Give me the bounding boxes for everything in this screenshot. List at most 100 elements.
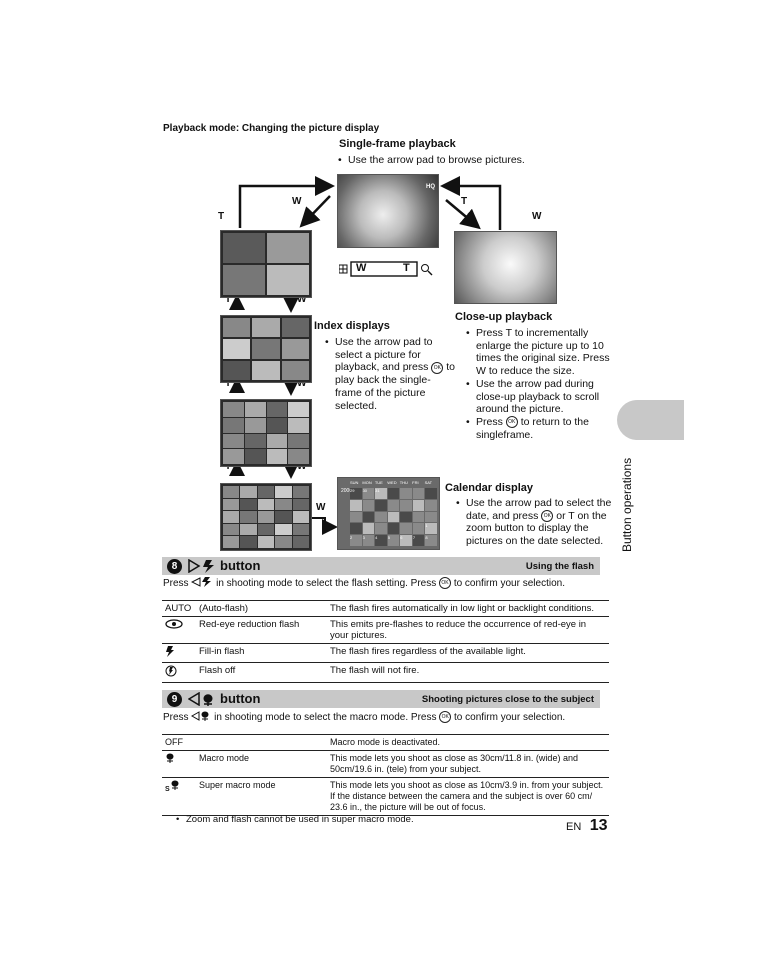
calendar-day-cell[interactable] (425, 499, 437, 511)
calendar-weekday: MON (362, 480, 372, 485)
flash-mode-desc: The flash fires regardless of the availa… (327, 643, 609, 663)
calendar-day-cell[interactable] (412, 488, 425, 499)
index-bullet-text-b: to play back the single-frame of the pic… (335, 361, 455, 412)
single-frame-heading: Single-frame playback (339, 138, 456, 150)
calendar-day-cell[interactable] (412, 499, 425, 511)
table-row: Flash off The flash will not fire. (162, 662, 609, 683)
macro-button-icon (188, 692, 213, 706)
calendar-day-cell[interactable] (387, 523, 400, 535)
page-language: EN (566, 821, 582, 833)
flash-mode-name: Flash off (196, 662, 327, 683)
single-frame-bullets: Use the arrow pad to browse pictures. (336, 154, 588, 167)
flash-button-icon (191, 577, 212, 587)
table-row: Fill-in flash The flash fires regardless… (162, 643, 609, 663)
flash-intro-text-a: Press (163, 578, 189, 589)
calendar-day-cell[interactable]: 30 (362, 488, 375, 499)
closeup-bullets: Press T to incrementally enlarge the pic… (464, 327, 616, 441)
calendar-day-cell[interactable]: 3 (362, 535, 375, 546)
calendar-day-cell[interactable] (362, 523, 375, 535)
calendar-day-cell[interactable] (400, 488, 412, 499)
flash-intro-text-c: to confirm your selection. (453, 578, 565, 589)
calendar-day-cell[interactable]: 29 (350, 488, 362, 499)
calendar-day-cell[interactable] (362, 499, 375, 511)
calendar-day-cell[interactable]: 5 (387, 535, 400, 546)
calendar-day-cell[interactable] (375, 499, 387, 511)
flash-section-number: 8 (167, 559, 182, 574)
calendar-day-cell[interactable] (375, 511, 387, 523)
footnote: Zoom and flash cannot be used in super m… (176, 814, 486, 827)
macro-section-bar: 9 button Shooting pictures close to the … (162, 690, 600, 708)
calendar-day-cell[interactable] (387, 499, 400, 511)
page-number-block: EN 13 (566, 817, 608, 835)
calendar-day-cell[interactable] (412, 523, 425, 535)
calendar-bullet-text-b: or T on the zoom button to display the p… (466, 509, 607, 548)
ok-button-icon: OK (505, 416, 518, 429)
calendar-day-cell[interactable] (400, 511, 412, 523)
index-displays-bullets: Use the arrow pad to select a picture fo… (323, 336, 455, 412)
macro-mode-desc: This mode lets you shoot as close as 30c… (327, 750, 609, 778)
arrow-t-label: T (461, 196, 468, 207)
calendar-day-cell[interactable]: 1 (425, 523, 437, 535)
calendar-day-cell[interactable] (387, 488, 400, 499)
calendar-weekday: FRI (412, 480, 419, 485)
flash-mode-desc: The flash will not fire. (327, 662, 609, 683)
index-displays-bullet: Use the arrow pad to select a picture fo… (325, 336, 455, 412)
macro-table: OFF Macro mode is deactivated. Macro mod… (162, 734, 609, 816)
calendar-day-cell[interactable] (425, 511, 437, 523)
closeup-b3-text-b: to return to the singleframe. (476, 415, 589, 441)
arrow-w-label: W (297, 378, 307, 389)
calendar-day-cell[interactable] (350, 511, 362, 523)
zoom-lever-graphic (338, 261, 433, 277)
zoom-t-label: T (403, 262, 410, 274)
calendar-day-cell[interactable]: 2 (350, 535, 362, 546)
macro-intro-text-b: in shooting mode to select the macro mod… (214, 712, 437, 723)
arrow-w-label: W (292, 196, 302, 207)
calendar-weekday: TUE (374, 480, 383, 485)
closeup-heading: Close-up playback (455, 311, 553, 323)
calendar-day-cell[interactable] (350, 523, 362, 535)
red-eye-icon (162, 616, 196, 644)
flash-mode-icon-auto: AUTO (162, 600, 196, 617)
ok-button-icon: OK (431, 361, 444, 374)
calendar-day-cell[interactable] (375, 523, 387, 535)
calendar-day-cell[interactable] (362, 511, 375, 523)
calendar-day-cell[interactable] (350, 499, 362, 511)
macro-mode-name (196, 734, 327, 751)
arrow-w-label: W (316, 502, 326, 513)
flash-mode-name: Fill-in flash (196, 643, 327, 663)
flash-section-bar: 8 button Using the flash (162, 557, 600, 575)
flash-off-icon (162, 662, 196, 683)
flash-mode-name: Red-eye reduction flash (196, 616, 327, 644)
calendar-day-cell[interactable]: 7 (412, 535, 425, 546)
calendar-weekday: THU (399, 480, 408, 485)
calendar-day-cell[interactable] (412, 511, 425, 523)
closeup-photo (454, 231, 557, 304)
macro-mode-icon-off: OFF (162, 734, 196, 751)
ok-button-icon: OK (439, 577, 452, 590)
index-bullet-text-a: Use the arrow pad to select a picture fo… (335, 336, 433, 374)
index-display-9 (220, 315, 312, 383)
closeup-bullet-3: Press OK to return to the singleframe. (466, 415, 616, 441)
calendar-day-cell[interactable]: 31 (375, 488, 387, 499)
calendar-day-cell[interactable] (387, 511, 400, 523)
flash-intro-text-b: in shooting mode to select the flash set… (216, 578, 437, 589)
calendar-day-cell[interactable]: 8 (425, 535, 437, 546)
ok-button-icon: OK (439, 711, 452, 724)
table-row: Red-eye reduction flash This emits pre-f… (162, 616, 609, 644)
arrow-t-label: T (225, 378, 232, 389)
index-displays-heading: Index displays (314, 320, 390, 332)
fill-in-flash-icon (162, 643, 196, 663)
calendar-day-cell[interactable] (425, 488, 437, 499)
calendar-day-cell[interactable]: 6 (400, 535, 412, 546)
single-frame-bullet: Use the arrow pad to browse pictures. (338, 154, 588, 167)
calendar-day-cell[interactable] (400, 523, 412, 535)
macro-section-title: button (220, 691, 261, 706)
calendar-bullet-text-a: Use the arrow pad to select the date, an… (466, 497, 612, 522)
side-tab-label: Button operations (620, 457, 634, 552)
calendar-day-cell[interactable]: 4 (375, 535, 387, 546)
macro-intro-text-c: to confirm your selection. (454, 712, 566, 723)
calendar-day-cell[interactable] (400, 499, 412, 511)
macro-icon (162, 750, 196, 778)
footnote-list: Zoom and flash cannot be used in super m… (174, 814, 486, 827)
